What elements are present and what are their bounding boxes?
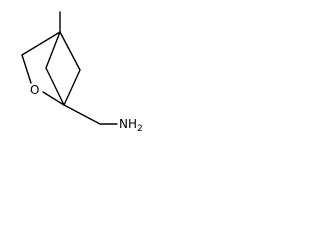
bond-bridgehead-bottom-ch2-amine — [63, 104, 101, 125]
amine-subscript-label: 2 — [137, 124, 143, 134]
bond-oxygen-bridgehead-bottom — [42, 91, 65, 106]
amine-group-label: NH2 — [119, 117, 143, 134]
amine-nh-label: NH — [119, 117, 137, 131]
bond-ch2-bridge-bridgehead-bottom — [45, 67, 65, 106]
oxygen-atom-label: O — [30, 83, 39, 97]
bond-bridgehead-top-ch2-bridge — [45, 31, 61, 69]
bond-bridgehead-top-ch2-left — [21, 31, 61, 56]
molecule-diagram: O NH2 — [21, 11, 143, 134]
bond-bridgehead-bottom-ch2-right — [63, 69, 81, 106]
bond-ch2-right-bridgehead-top — [59, 31, 81, 71]
bond-ch2-left-oxygen — [21, 54, 32, 84]
